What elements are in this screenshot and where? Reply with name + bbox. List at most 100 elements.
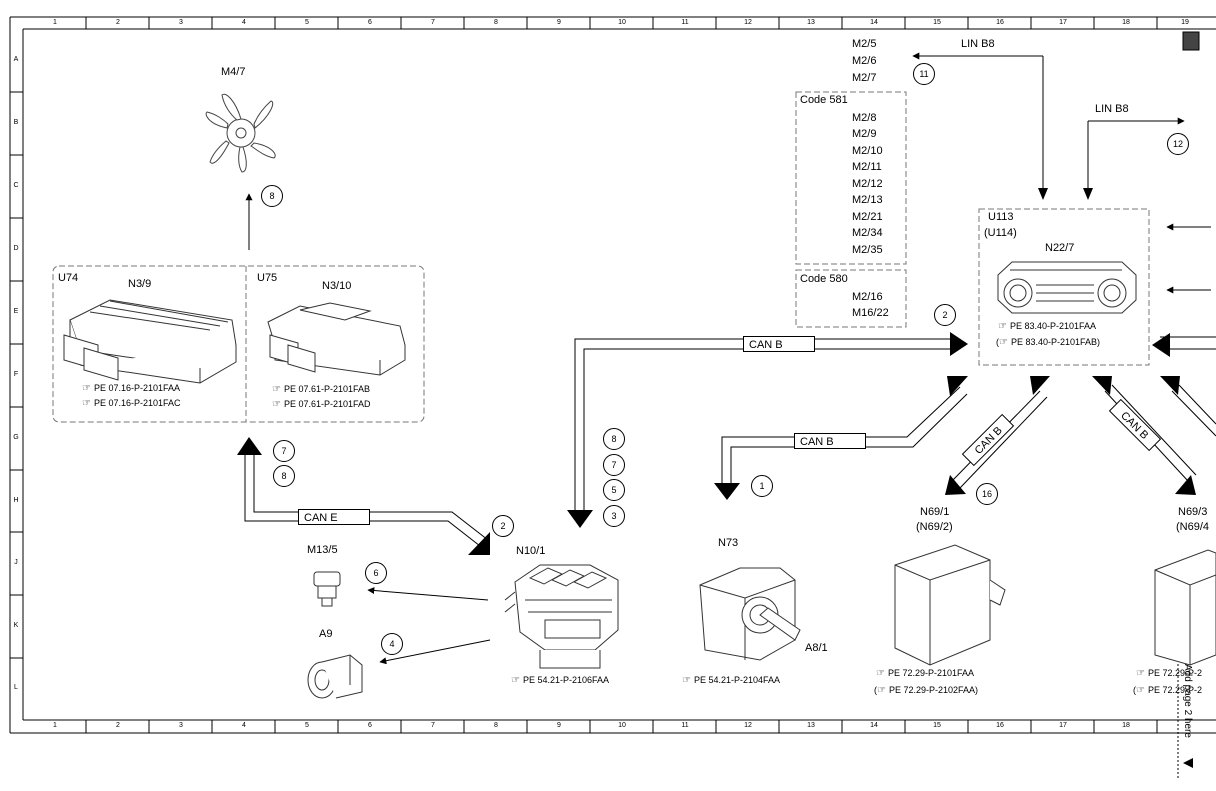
list-item: M2/13 — [852, 194, 883, 206]
code581-title: Code 581 — [800, 94, 848, 106]
callout-circle: 3 — [603, 505, 625, 527]
arrowhead-n69-1 — [945, 475, 966, 495]
callout-circle: 4 — [381, 633, 403, 655]
grid-col: 4 — [242, 722, 246, 729]
grid-col: 6 — [368, 722, 372, 729]
ref-n3-10-a[interactable]: ☞PE 07.61-P-2101FAB — [272, 384, 371, 395]
grid-col: 3 — [179, 19, 183, 26]
callout-circle: 1 — [751, 475, 773, 497]
hand-pointer-icon: ☞ — [682, 675, 691, 686]
grid-col: 5 — [305, 722, 309, 729]
arrowhead-u113-can — [950, 332, 968, 356]
arrowhead-u113-diag4 — [1160, 376, 1180, 395]
label-n3-9: N3/9 — [128, 278, 152, 290]
callout-circle: 7 — [273, 440, 295, 462]
n10-to-m13-arrow — [367, 587, 489, 601]
bus-label-can-b-2: CAN B — [794, 433, 866, 449]
label-n10-1: N10/1 — [516, 545, 546, 557]
grid-col: 5 — [305, 19, 309, 26]
label-m4-7: M4/7 — [221, 66, 246, 78]
callout-circle: 8 — [273, 465, 295, 487]
label-a8-1: A8/1 — [805, 642, 828, 654]
grid-row: F — [13, 371, 19, 378]
ref-n22-7-b[interactable]: (☞PE 83.40-P-2101FAB) — [996, 337, 1101, 348]
fan-icon — [205, 93, 276, 173]
list-item: M2/21 — [852, 211, 883, 223]
thin-lines — [245, 52, 1211, 665]
list-item: M16/22 — [852, 307, 889, 319]
ref-n69-1-a[interactable]: ☞PE 72.29-P-2101FAA — [876, 668, 975, 679]
callout-circle: 6 — [365, 562, 387, 584]
grid-row: G — [13, 434, 19, 441]
label-n69-3: N69/3 — [1178, 506, 1208, 518]
label-n69-1: N69/1 — [920, 506, 950, 518]
grid-col: 6 — [368, 19, 372, 26]
grid-row: A — [13, 56, 19, 63]
callout-circle: 2 — [934, 304, 956, 326]
grid-col: 9 — [557, 722, 561, 729]
grid-col: 11 — [681, 19, 689, 26]
grid-col: 17 — [1059, 19, 1067, 26]
hand-pointer-icon: ☞ — [272, 399, 281, 410]
grid-col: 8 — [494, 19, 498, 26]
callout-circle: 8 — [261, 185, 283, 207]
grid-col: 14 — [870, 722, 878, 729]
grid-row: C — [13, 182, 19, 189]
arrowhead-n73 — [714, 483, 740, 500]
ecu-icon — [63, 299, 406, 384]
ref-n73[interactable]: ☞PE 54.21-P-2104FAA — [682, 675, 781, 686]
list-item: M2/35 — [852, 244, 883, 256]
u113-box — [978, 208, 1150, 366]
can-b-wire-1a — [574, 338, 950, 512]
arrowhead-u74 — [237, 437, 262, 455]
ref-n3-10-b[interactable]: ☞PE 07.61-P-2101FAD — [272, 399, 371, 410]
hand-pointer-icon: ☞ — [876, 668, 885, 679]
n10-to-a9-arrow — [379, 639, 491, 665]
ignition-switch-icon — [699, 567, 801, 661]
grid-col: 14 — [870, 19, 878, 26]
grid-col: 2 — [116, 19, 120, 26]
can-b-diag-2b — [1111, 384, 1197, 476]
label-n73: N73 — [718, 537, 739, 549]
label-n69-4: (N69/4 — [1176, 521, 1210, 533]
grid-col: 16 — [996, 722, 1004, 729]
grid-row: E — [13, 308, 19, 315]
ref-n69-3-b[interactable]: (☞PE 72.29-P-2 — [1133, 685, 1202, 696]
ref-n69-3-a[interactable]: ☞PE 72.29-P-2 — [1136, 668, 1202, 679]
label-u75: U75 — [257, 272, 278, 284]
hand-pointer-icon: ☞ — [82, 398, 91, 409]
bus-label-can-e: CAN E — [298, 509, 370, 525]
ref-n3-9-b[interactable]: ☞PE 07.16-P-2101FAC — [82, 398, 181, 409]
grid-col: 7 — [431, 19, 435, 26]
grid-col: 12 — [744, 19, 752, 26]
ref-n69-1-b[interactable]: (☞PE 72.29-P-2102FAA) — [874, 685, 979, 696]
code580-title: Code 580 — [800, 273, 848, 285]
ref-n10-1[interactable]: ☞PE 54.21-P-2106FAA — [511, 675, 610, 686]
list-item: M2/34 — [852, 227, 883, 239]
grid-col: 10 — [618, 722, 626, 729]
arrowhead-n10-can-b — [567, 510, 593, 528]
can-b-diag-3a — [1171, 390, 1216, 437]
grid-col: 1 — [53, 722, 57, 729]
ref-n3-9-a[interactable]: ☞PE 07.16-P-2101FAA — [82, 383, 181, 394]
grid-col: 10 — [618, 19, 626, 26]
grid-col: 17 — [1059, 722, 1067, 729]
grid-col: 15 — [933, 19, 941, 26]
list-item: M2/11 — [852, 161, 882, 173]
can-b-diag-1b — [959, 396, 1048, 489]
code581-box — [795, 91, 907, 265]
arrowhead-u113-diag1 — [947, 376, 968, 396]
ref-n22-7-a[interactable]: ☞PE 83.40-P-2101FAA — [998, 321, 1097, 332]
grid-ticks — [10, 17, 1158, 733]
grid-col: 8 — [494, 722, 498, 729]
page-note: Add page 2 here — [1182, 664, 1193, 738]
callout-circle: 11 — [913, 63, 935, 85]
label-u74: U74 — [58, 272, 79, 284]
list-item: M2/9 — [852, 128, 877, 140]
arrowhead-u113-diag2 — [1030, 376, 1050, 395]
callout-circle: 5 — [603, 479, 625, 501]
grid-col: 4 — [242, 19, 246, 26]
pin-icon — [1182, 31, 1200, 51]
pump-icon — [307, 654, 363, 699]
